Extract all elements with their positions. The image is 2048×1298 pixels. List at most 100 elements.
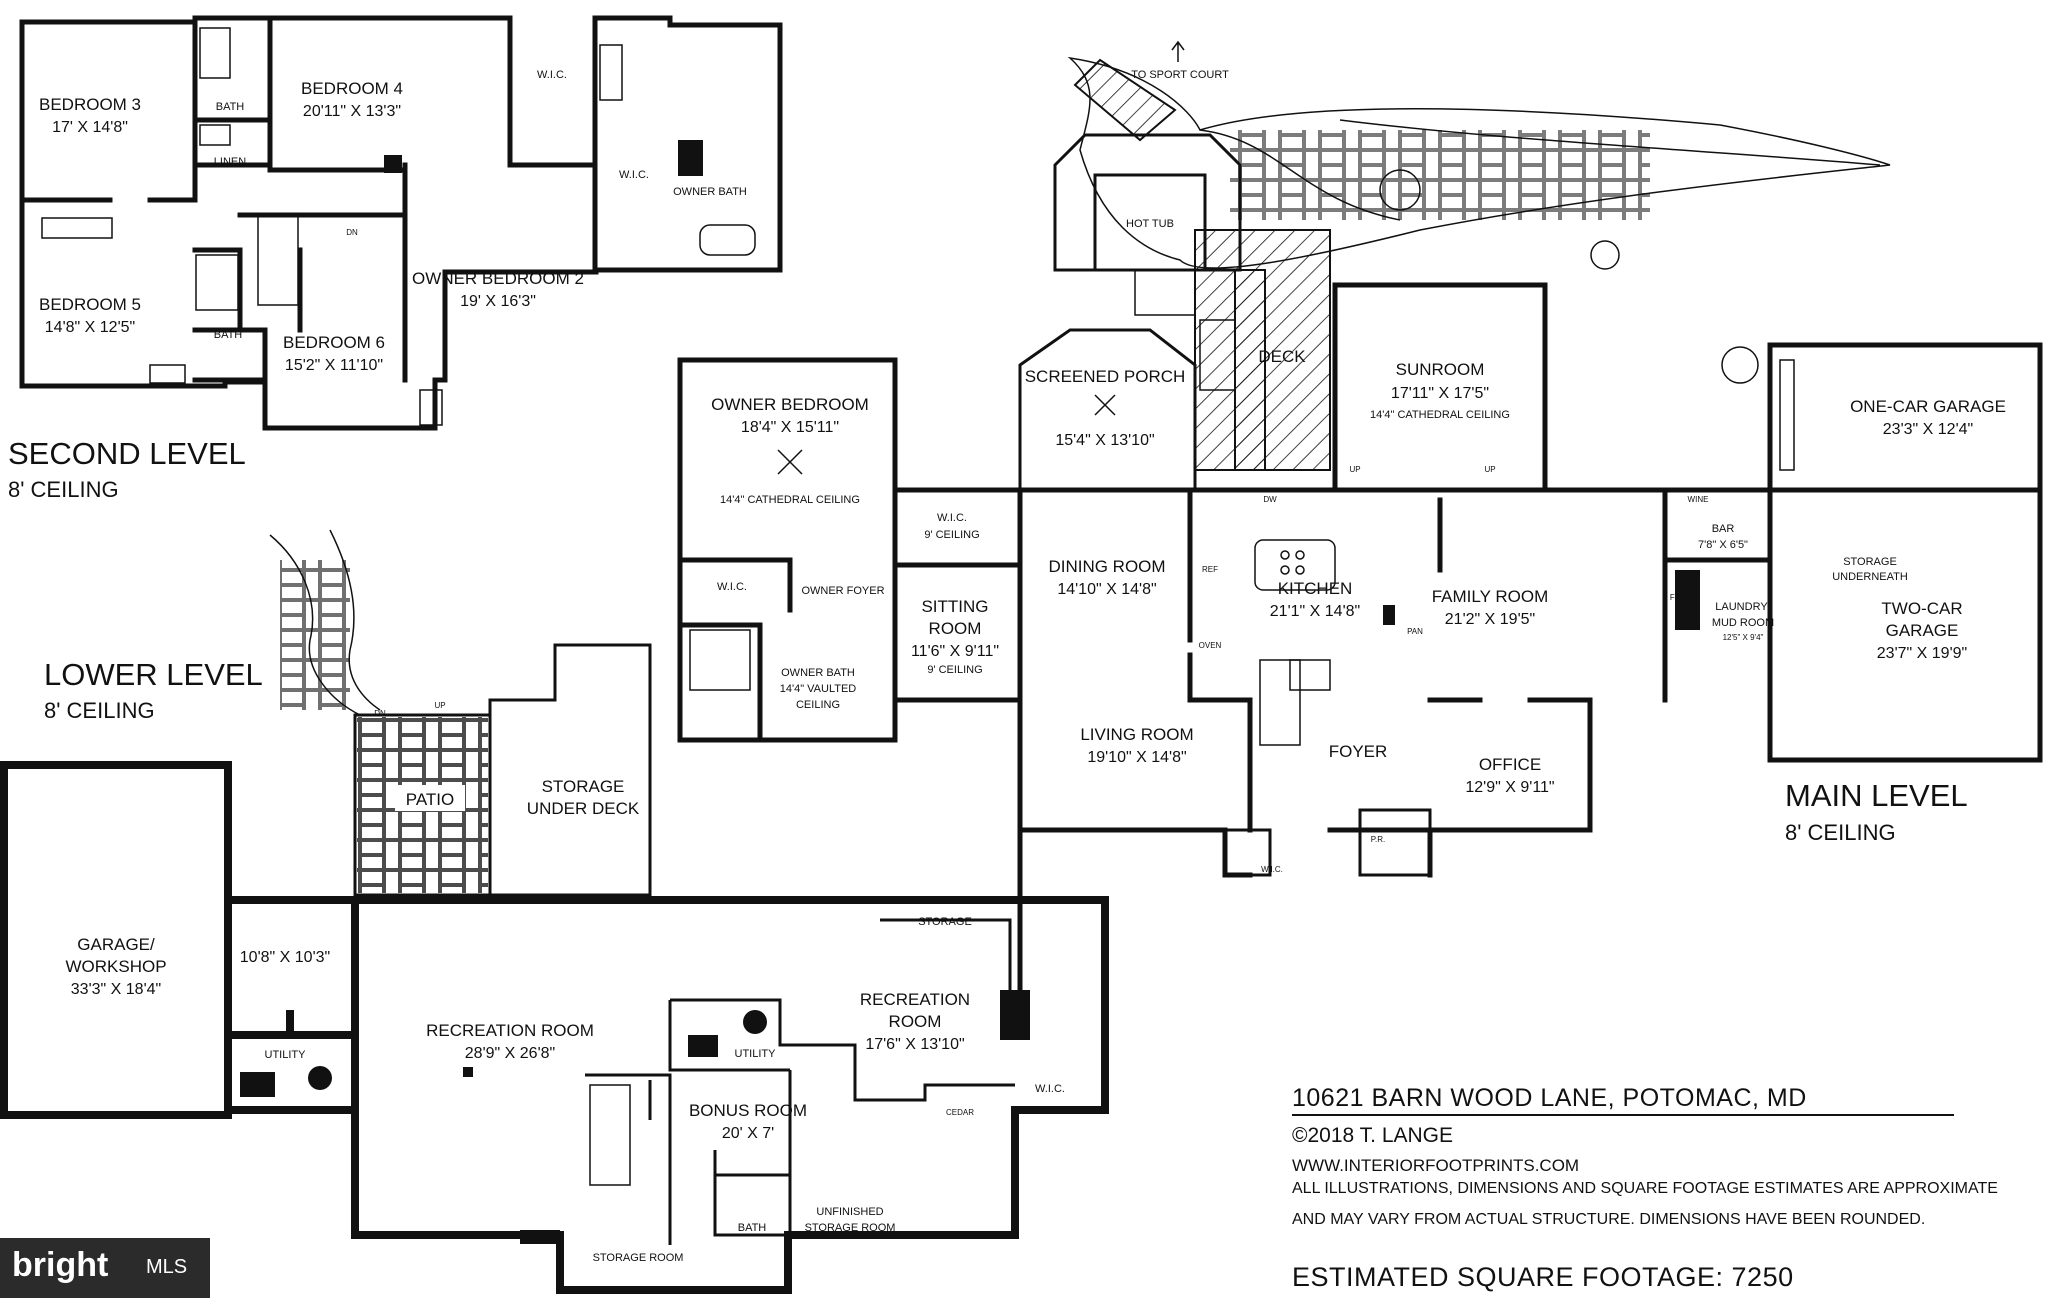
wic-label-main: W.I.C.	[937, 512, 967, 524]
second-level-plan: BEDROOM 3 17' X 14'8" BATH LINEN BEDROOM…	[8, 15, 783, 502]
wine-label: WINE	[1688, 495, 1709, 504]
bedroom4-dim: 20'11" X 13'3"	[303, 103, 401, 120]
dining-room-label: DINING ROOM	[1048, 557, 1165, 576]
unfinished-storage-1: UNFINISHED	[816, 1206, 883, 1218]
owner-bedroom2-dim: 19' X 16'3"	[460, 293, 536, 310]
sunroom-dim: 17'11" X 17'5"	[1391, 385, 1489, 402]
bath-label-2b: BATH	[214, 329, 243, 341]
deck-label: DECK	[1258, 347, 1306, 366]
recreation-room2-dim: 17'6" X 13'10"	[865, 1036, 964, 1053]
dn-label-2: DN	[346, 228, 358, 237]
recreation-room-dim: 28'9" X 26'8"	[465, 1045, 555, 1062]
copyright: ©2018 T. LANGE	[1292, 1124, 1454, 1147]
lower-level-ceiling: 8' CEILING	[44, 698, 155, 723]
wic-label-2a: W.I.C.	[537, 69, 567, 81]
family-room-label: FAMILY ROOM	[1432, 587, 1549, 606]
bedroom5-dim: 14'8" X 12'5"	[45, 319, 135, 336]
utility-label-b: UTILITY	[735, 1048, 777, 1060]
watermark-suffix: MLS	[146, 1256, 188, 1278]
to-sport-court-label: TO SPORT COURT	[1131, 69, 1229, 81]
wic-label-lower: W.I.C.	[1035, 1083, 1065, 1095]
dw-label: DW	[1263, 495, 1277, 504]
sunroom-note: 14'4" CATHEDRAL CEILING	[1370, 409, 1510, 421]
owner-bath-label: OWNER BATH	[781, 667, 855, 679]
kitchen-dim: 21'1" X 14'8"	[1270, 603, 1360, 620]
bath-label-2a: BATH	[216, 101, 245, 113]
owner-bath-note-1: 14'4" VAULTED	[780, 683, 857, 695]
bedroom6-label: BEDROOM 6	[283, 333, 385, 352]
ref-label: REF	[1202, 565, 1218, 574]
pan-label: PAN	[1407, 627, 1423, 636]
recreation-room2-label-1: RECREATION	[860, 990, 970, 1009]
storage-underneath-1: STORAGE	[1843, 556, 1897, 568]
wic-label-foyer: W.I.C.	[1261, 865, 1283, 874]
office-label: OFFICE	[1479, 755, 1541, 774]
main-level-title: MAIN LEVEL	[1785, 778, 1968, 813]
bonus-room-label: BONUS ROOM	[689, 1101, 807, 1120]
garage-workshop-label-1: GARAGE/	[77, 935, 155, 954]
watermark-brand: bright	[12, 1246, 109, 1284]
disclaimer-line-1: ALL ILLUSTRATIONS, DIMENSIONS AND SQUARE…	[1292, 1180, 1998, 1197]
one-car-garage-label: ONE-CAR GARAGE	[1850, 397, 2006, 416]
utility-label-a: UTILITY	[265, 1049, 307, 1061]
cedar-label: CEDAR	[946, 1108, 974, 1117]
up-label-sunroom-a: UP	[1349, 465, 1360, 474]
main-level-plan: TO SPORT COURT HOT TUB DECK SCREENED POR…	[677, 40, 2043, 1013]
sitting-room-dim: 11'6" X 9'11"	[911, 643, 999, 660]
lower-level-title: LOWER LEVEL	[44, 657, 263, 692]
main-level-ceiling: 8' CEILING	[1785, 820, 1896, 845]
wic-label-owner: W.I.C.	[717, 581, 747, 593]
owner-bedroom-dim: 18'4" X 15'11"	[741, 419, 839, 436]
owner-foyer-label: OWNER FOYER	[801, 585, 884, 597]
up-label-patio: UP	[434, 701, 445, 710]
two-car-garage-label-1: TWO-CAR	[1881, 599, 1962, 618]
oven-label: OVEN	[1199, 641, 1222, 650]
storage-room-label: STORAGE ROOM	[593, 1252, 684, 1264]
patio-label: PATIO	[406, 790, 455, 809]
bar-label: BAR	[1712, 523, 1735, 535]
garage-workshop-label-2: WORKSHOP	[65, 957, 166, 976]
second-level-ceiling: 8' CEILING	[8, 477, 119, 502]
office-dim: 12'9" X 9'11"	[1465, 779, 1554, 796]
storage-underneath-2: UNDERNEATH	[1832, 571, 1908, 583]
address: 10621 BARN WOOD LANE, POTOMAC, MD	[1292, 1084, 1807, 1112]
second-level-title: SECOND LEVEL	[8, 436, 246, 471]
screened-porch-label: SCREENED PORCH	[1025, 367, 1186, 386]
bedroom3-dim: 17' X 14'8"	[52, 119, 128, 136]
kitchen-label: KITCHEN	[1278, 579, 1353, 598]
sitting-room-label-1: SITTING	[921, 597, 988, 616]
one-car-garage-dim: 23'3" X 12'4"	[1883, 421, 1973, 438]
owner-bedroom2-label: OWNER BEDROOM 2	[412, 269, 584, 288]
bedroom3-label: BEDROOM 3	[39, 95, 141, 114]
laundry-label-2: MUD ROOM	[1712, 617, 1774, 629]
up-label-sunroom-b: UP	[1484, 465, 1495, 474]
sitting-room-label-2: ROOM	[929, 619, 982, 638]
hot-tub-label: HOT TUB	[1126, 218, 1174, 230]
storage-under-deck-2: UNDER DECK	[527, 799, 640, 818]
foyer-label: FOYER	[1329, 742, 1388, 761]
storage-label-lower: STORAGE	[918, 916, 972, 928]
bedroom6-dim: 15'2" X 11'10"	[285, 357, 383, 374]
two-car-garage-label-2: GARAGE	[1886, 621, 1959, 640]
dining-room-dim: 14'10" X 14'8"	[1057, 581, 1156, 598]
family-room-dim: 21'2" X 19'5"	[1445, 611, 1535, 628]
bright-mls-watermark: bright MLS	[0, 1238, 210, 1298]
wic-label-2b: W.I.C.	[619, 169, 649, 181]
estimated-square-footage: ESTIMATED SQUARE FOOTAGE: 7250	[1292, 1262, 1794, 1292]
address-divider	[1292, 1114, 1954, 1116]
living-room-label: LIVING ROOM	[1080, 725, 1193, 744]
laundry-dim: 12'5" X 9'4"	[1723, 633, 1764, 642]
bar-dim: 7'8" X 6'5"	[1698, 539, 1748, 551]
unfinished-storage-2: STORAGE ROOM	[805, 1222, 896, 1234]
lower-entry-dim: 10'8" X 10'3"	[240, 949, 330, 966]
owner-bedroom-label: OWNER BEDROOM	[711, 395, 869, 414]
recreation-room2-label-2: ROOM	[889, 1012, 942, 1031]
living-room-dim: 19'10" X 14'8"	[1087, 749, 1186, 766]
linen-label: LINEN	[214, 156, 246, 168]
lower-level-plan: PATIO UP DN STORAGE UNDER DECK GARAGE/ W…	[0, 529, 1109, 1294]
disclaimer-line-2: AND MAY VARY FROM ACTUAL STRUCTURE. DIME…	[1292, 1211, 1926, 1228]
bedroom5-label: BEDROOM 5	[39, 295, 141, 314]
laundry-label-1: LAUNDRY/	[1715, 601, 1771, 613]
screened-porch-dim: 15'4" X 13'10"	[1055, 432, 1154, 449]
